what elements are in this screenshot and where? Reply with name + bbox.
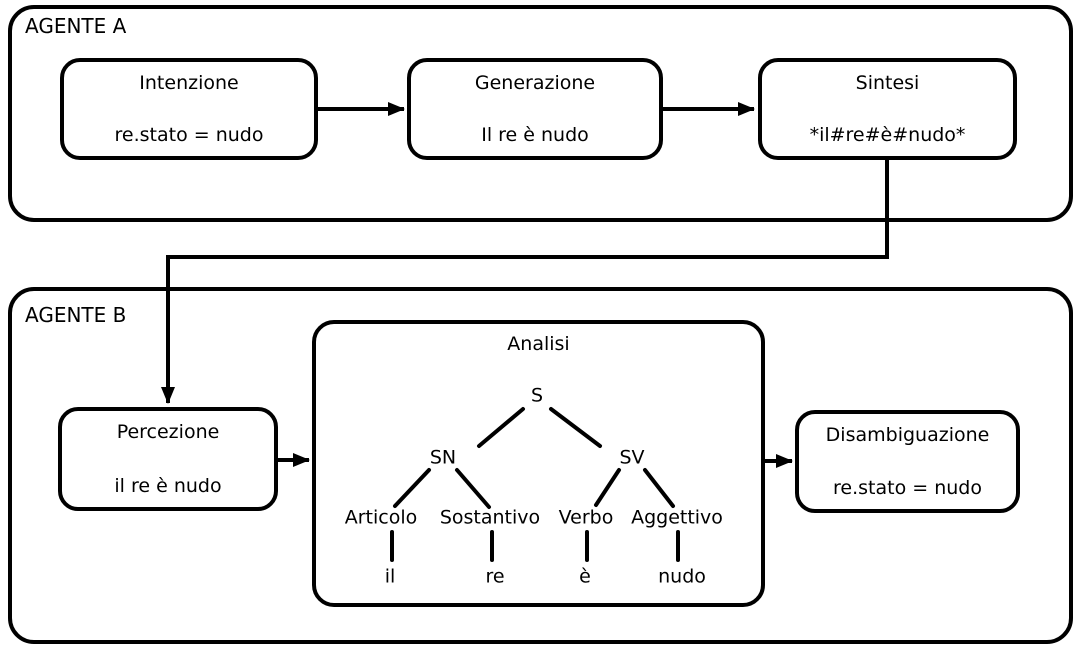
analysis-title: Analisi (507, 333, 570, 355)
tree-node-sn: SN (429, 446, 457, 469)
generation-title: Generazione (474, 72, 596, 94)
perception-box: Percezione il re è nudo (58, 407, 278, 511)
tree-word-re: re (485, 565, 505, 588)
disambiguation-box: Disambiguazione re.stato = nudo (795, 410, 1020, 513)
tree-word-nudo: nudo (658, 565, 706, 588)
tree-node-s: S (530, 384, 544, 407)
agent-b-label: AGENTE B (25, 303, 127, 327)
disambiguation-value: re.stato = nudo (833, 477, 982, 499)
tree-node-sostantivo: Sostantivo (439, 506, 541, 529)
intention-box: Intenzione re.stato = nudo (60, 58, 318, 160)
agent-a-label: AGENTE A (25, 14, 127, 38)
generation-box: Generazione Il re è nudo (407, 58, 663, 160)
perception-title: Percezione (116, 421, 220, 443)
synthesis-box: Sintesi *il#re#è#nudo* (758, 58, 1017, 160)
tree-node-verbo: Verbo (558, 506, 614, 529)
tree-word-e: è (579, 565, 591, 588)
perception-value: il re è nudo (114, 475, 222, 497)
intention-title: Intenzione (139, 72, 239, 94)
intention-value: re.stato = nudo (114, 124, 264, 146)
tree-word-il: il (384, 565, 396, 588)
synthesis-title: Sintesi (855, 72, 920, 94)
synthesis-value: *il#re#è#nudo* (809, 124, 966, 146)
tree-node-sv: SV (619, 446, 645, 469)
generation-value: Il re è nudo (481, 124, 589, 146)
analysis-box: Analisi (312, 320, 765, 607)
tree-node-aggettivo: Aggettivo (631, 506, 723, 529)
disambiguation-title: Disambiguazione (825, 424, 990, 446)
tree-node-articolo: Articolo (344, 506, 418, 529)
